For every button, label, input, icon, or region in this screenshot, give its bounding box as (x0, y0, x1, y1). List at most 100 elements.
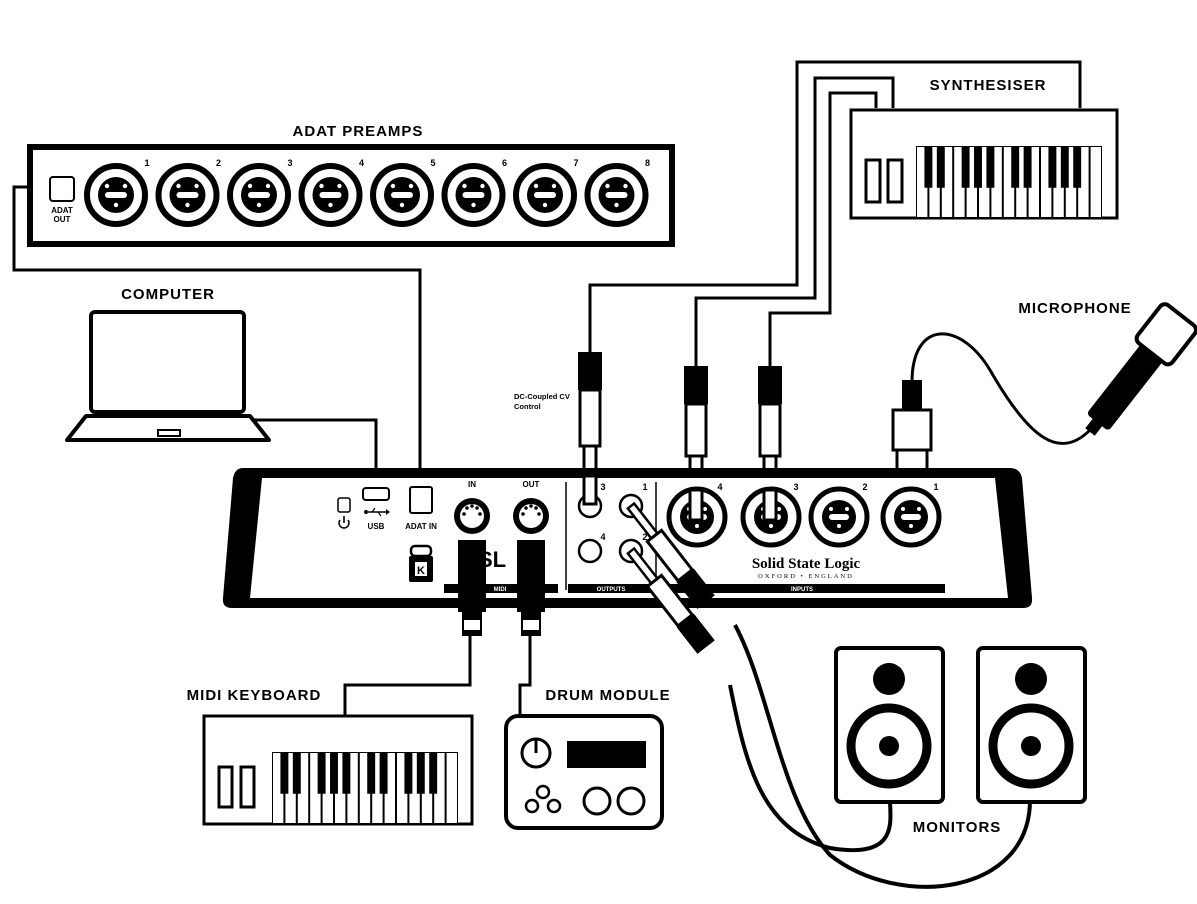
laptop-base (65, 414, 271, 442)
midi-section-bar (444, 584, 558, 593)
black-key (416, 752, 425, 794)
synthesiser-label: SYNTHESISER (930, 77, 1047, 94)
white-key (273, 753, 284, 823)
monitors-unit: MONITORS (834, 646, 1087, 836)
adat-cable (12, 185, 422, 487)
input-number-3: 3 (793, 482, 798, 492)
outputs-section-bar (568, 584, 654, 593)
monitors-label: MONITORS (913, 819, 1002, 836)
synth-wheel-pitch (864, 158, 882, 204)
output-number-2: 2 (642, 532, 647, 542)
usb-cable (245, 418, 378, 486)
black-key (1011, 146, 1020, 188)
microphone-body (1085, 302, 1197, 436)
black-key (974, 146, 982, 188)
input-number-4: 4 (717, 482, 722, 492)
input-combo-jack-2 (808, 486, 870, 548)
midi-out-plug (517, 540, 545, 636)
preamp-channel-number: 1 (144, 158, 149, 168)
black-key (330, 752, 338, 794)
black-key (1073, 146, 1082, 188)
black-key (1060, 146, 1069, 188)
white-key (979, 147, 990, 217)
preamp-jack-4: 4 (298, 158, 364, 227)
drum-pad-small-1 (535, 784, 551, 800)
white-key (1078, 147, 1089, 217)
drum-module-label: DRUM MODULE (545, 687, 670, 704)
midi-in-plug (458, 540, 486, 636)
computer-unit: COMPUTER (65, 286, 271, 442)
kensington-lock-icon: K (409, 544, 433, 582)
white-key (310, 753, 321, 823)
black-key (404, 752, 413, 794)
dc-coupled-label-2: Control (514, 402, 541, 411)
microphone-cable (910, 332, 1092, 445)
white-key (1053, 147, 1064, 217)
preamp-jack-3: 3 (227, 158, 293, 227)
input-4-plug-tip (688, 488, 704, 522)
white-key (359, 753, 371, 823)
adat-in-port (409, 486, 433, 514)
drum-pad-large-1 (582, 786, 612, 816)
output-number-4: 4 (600, 532, 605, 542)
monitor-right (976, 646, 1087, 804)
black-key (924, 146, 933, 188)
output-number-3: 3 (600, 482, 605, 492)
synth-cable-left (694, 76, 895, 368)
drum-module-display (567, 741, 646, 768)
input-number-1: 1 (933, 482, 938, 492)
black-key (1048, 146, 1057, 188)
monitor-left (834, 646, 945, 804)
adat-out-label-2: OUT (54, 215, 71, 224)
inputs-section-bar (658, 584, 945, 593)
cv-cable (588, 60, 1082, 355)
monitor-cable-right (733, 624, 1032, 889)
preamp-jack-5: 5 (370, 158, 436, 227)
preamp-jack-1: 1 (84, 158, 150, 227)
midi-keyboard-label: MIDI KEYBOARD (187, 687, 322, 704)
white-key (1090, 147, 1101, 217)
microphone-unit: MICROPHONE (1018, 300, 1197, 436)
black-key (936, 146, 945, 188)
cv-plug-tip (582, 474, 598, 506)
white-key (941, 147, 953, 217)
white-key (322, 753, 333, 823)
output-2-jack-plug (626, 546, 715, 654)
white-key (929, 147, 940, 217)
black-key (292, 752, 301, 794)
laptop-trackpad (157, 429, 181, 437)
white-key (335, 753, 346, 823)
input-3-plug-tip (762, 488, 778, 522)
midi-out-cable (518, 635, 532, 716)
white-key (1041, 147, 1052, 217)
white-key (384, 753, 395, 823)
white-key (1016, 147, 1027, 217)
black-key (1023, 146, 1032, 188)
white-key (1003, 147, 1015, 217)
white-key (421, 753, 433, 823)
midi-out-label: OUT (523, 480, 540, 489)
preamp-channel-number: 6 (502, 158, 507, 168)
audio-interface: USB ADAT IN K SL IN OUT (222, 468, 1033, 636)
usb-icon (364, 507, 390, 517)
synth-cable-right (768, 91, 878, 368)
output-1-jack-plug (626, 501, 715, 609)
input-combo-jack-1 (880, 486, 942, 548)
cables (12, 60, 1092, 889)
usb-port (362, 487, 390, 501)
midi-in-port (454, 498, 490, 534)
preamp-jack-2: 2 (155, 158, 221, 227)
synth-keyboard (916, 146, 1102, 218)
midi-in-cable (343, 635, 472, 716)
preamp-channel-number: 5 (430, 158, 435, 168)
drum-pad-small-3 (546, 798, 562, 814)
white-key (285, 753, 296, 823)
preamp-channel-number: 8 (645, 158, 650, 168)
preamp-jack-7: 7 (513, 158, 579, 227)
white-key (1028, 147, 1039, 217)
drum-module-unit: DRUM MODULE (504, 687, 670, 830)
black-key (280, 752, 289, 794)
